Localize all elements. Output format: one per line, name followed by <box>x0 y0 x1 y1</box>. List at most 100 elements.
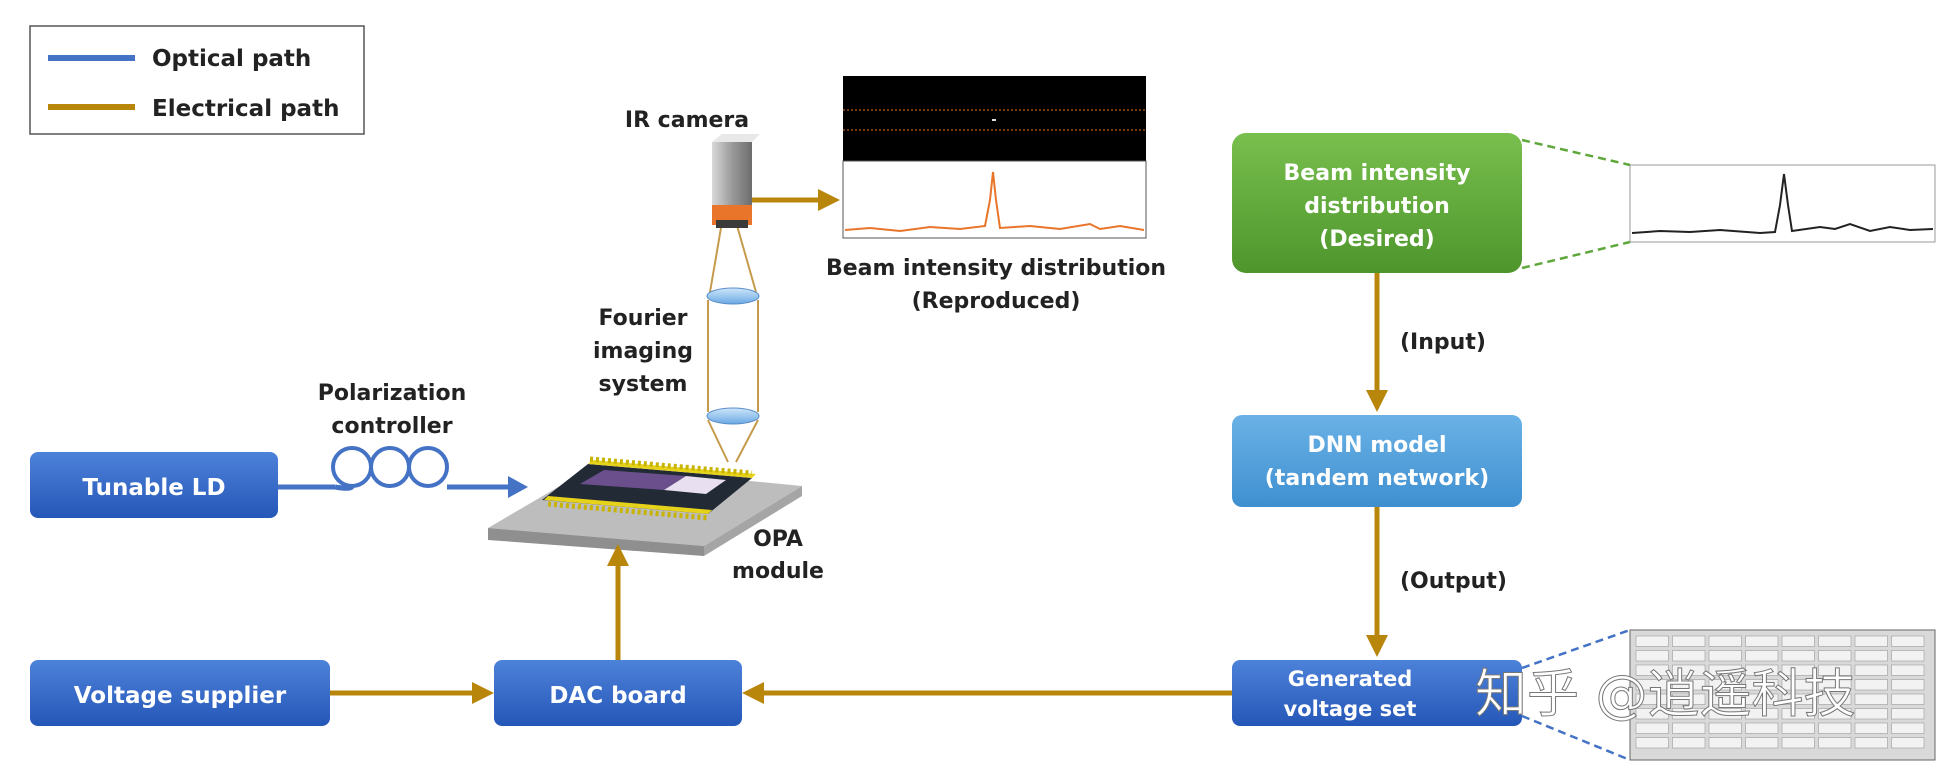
voltage-cell <box>1672 664 1706 676</box>
ir-camera-label: IR camera <box>625 108 749 133</box>
voltage-cell <box>1672 635 1706 647</box>
voltage-cell <box>1672 693 1706 705</box>
watermark-text: 知乎 @逍遥科技 <box>1475 665 1856 725</box>
voltage-cell <box>1891 650 1925 662</box>
voltage-cell <box>1781 664 1815 676</box>
dnn-model-box: DNN model (tandem network) <box>1232 415 1522 507</box>
voltage-cell <box>1708 737 1742 749</box>
voltage-cell <box>1854 664 1888 676</box>
voltage-cell <box>1781 708 1815 720</box>
voltage-cell <box>1891 679 1925 691</box>
fourier-imaging-system <box>706 221 760 463</box>
voltage-cell <box>1635 635 1669 647</box>
voltage-cell <box>1708 708 1742 720</box>
voltage-cell <box>1745 737 1779 749</box>
voltage-set-cells <box>1635 635 1925 749</box>
tunable-ld-label: Tunable LD <box>82 475 225 501</box>
voltage-cell <box>1745 708 1779 720</box>
voltage-cell <box>1891 693 1925 705</box>
voltage-cell <box>1745 722 1779 734</box>
dnn-model-line1: DNN model <box>1308 433 1447 458</box>
voltage-cell <box>1745 635 1779 647</box>
fourier-label-line2: imaging <box>593 339 693 364</box>
lens-bottom <box>706 407 760 425</box>
voltage-cell <box>1854 693 1888 705</box>
opa-module <box>488 456 802 556</box>
voltage-cell <box>1708 635 1742 647</box>
beam-desired-line1: Beam intensity <box>1284 161 1471 186</box>
voltage-cell <box>1708 650 1742 662</box>
beam-desired-line3: (Desired) <box>1319 227 1434 252</box>
voltage-cell <box>1891 737 1925 749</box>
beam-reproduced-label-line1: Beam intensity distribution <box>826 256 1166 281</box>
generated-voltage-line1: Generated <box>1288 667 1413 691</box>
voltage-cell <box>1854 650 1888 662</box>
voltage-cell <box>1854 737 1888 749</box>
voltage-cell <box>1635 650 1669 662</box>
polarization-label-line1: Polarization <box>318 381 467 406</box>
voltage-cell <box>1818 635 1852 647</box>
fourier-label-line3: system <box>599 372 688 397</box>
input-label: (Input) <box>1400 330 1486 355</box>
beam-desired-box: Beam intensity distribution (Desired) <box>1232 133 1522 273</box>
voltage-cell <box>1672 679 1706 691</box>
opa-label-line2: module <box>732 559 824 584</box>
voltage-cell <box>1672 708 1706 720</box>
voltage-cell <box>1635 708 1669 720</box>
dac-board-label: DAC board <box>549 683 686 709</box>
voltage-cell <box>1854 679 1888 691</box>
polarization-loop-1 <box>331 446 373 488</box>
voltage-cell <box>1745 679 1779 691</box>
voltage-cell <box>1708 664 1742 676</box>
voltage-cell <box>1781 722 1815 734</box>
voltage-cell <box>1891 722 1925 734</box>
voltage-cell <box>1635 722 1669 734</box>
voltage-supplier-label: Voltage supplier <box>74 683 287 709</box>
dac-board-box: DAC board <box>494 660 742 726</box>
voltage-cell <box>1818 708 1852 720</box>
ir-camera <box>712 134 760 228</box>
voltage-cell <box>1891 708 1925 720</box>
voltage-cell <box>1854 635 1888 647</box>
fourier-label-line1: Fourier <box>598 306 687 331</box>
beam-desired-line2: distribution <box>1304 194 1450 219</box>
voltage-cell <box>1781 635 1815 647</box>
voltage-cell <box>1818 722 1852 734</box>
optical-path <box>278 446 528 498</box>
legend-electrical-label: Electrical path <box>152 96 339 122</box>
beam-reproduced-image <box>842 76 1147 239</box>
opa-label-line1: OPA <box>753 527 803 552</box>
voltage-cell <box>1818 664 1852 676</box>
voltage-cell <box>1891 664 1925 676</box>
voltage-cell <box>1708 693 1742 705</box>
voltage-cell <box>1781 737 1815 749</box>
voltage-cell <box>1891 635 1925 647</box>
polarization-label-line2: controller <box>331 414 452 439</box>
polarization-loop-3 <box>407 446 449 488</box>
voltage-cell <box>1635 737 1669 749</box>
generated-voltage-box: Generated voltage set <box>1232 660 1522 726</box>
beam-reproduced-label-line2: (Reproduced) <box>912 289 1081 314</box>
voltage-cell <box>1818 679 1852 691</box>
generated-voltage-line2: voltage set <box>1284 697 1417 721</box>
polarization-loop-2 <box>369 446 411 488</box>
voltage-cell <box>1818 737 1852 749</box>
voltage-cell <box>1708 679 1742 691</box>
voltage-cell <box>1745 693 1779 705</box>
voltage-cell <box>1781 693 1815 705</box>
output-label: (Output) <box>1400 569 1507 594</box>
voltage-cell <box>1781 650 1815 662</box>
voltage-cell <box>1635 679 1669 691</box>
dnn-model-line2: (tandem network) <box>1265 466 1489 491</box>
voltage-cell <box>1635 664 1669 676</box>
voltage-cell <box>1818 693 1852 705</box>
voltage-cell <box>1745 650 1779 662</box>
voltage-supplier-box: Voltage supplier <box>30 660 330 726</box>
voltage-cell <box>1672 722 1706 734</box>
lens-top <box>706 287 760 305</box>
legend-optical-label: Optical path <box>152 46 311 72</box>
voltage-cell <box>1854 722 1888 734</box>
voltage-cell <box>1781 679 1815 691</box>
voltage-cell <box>1818 650 1852 662</box>
